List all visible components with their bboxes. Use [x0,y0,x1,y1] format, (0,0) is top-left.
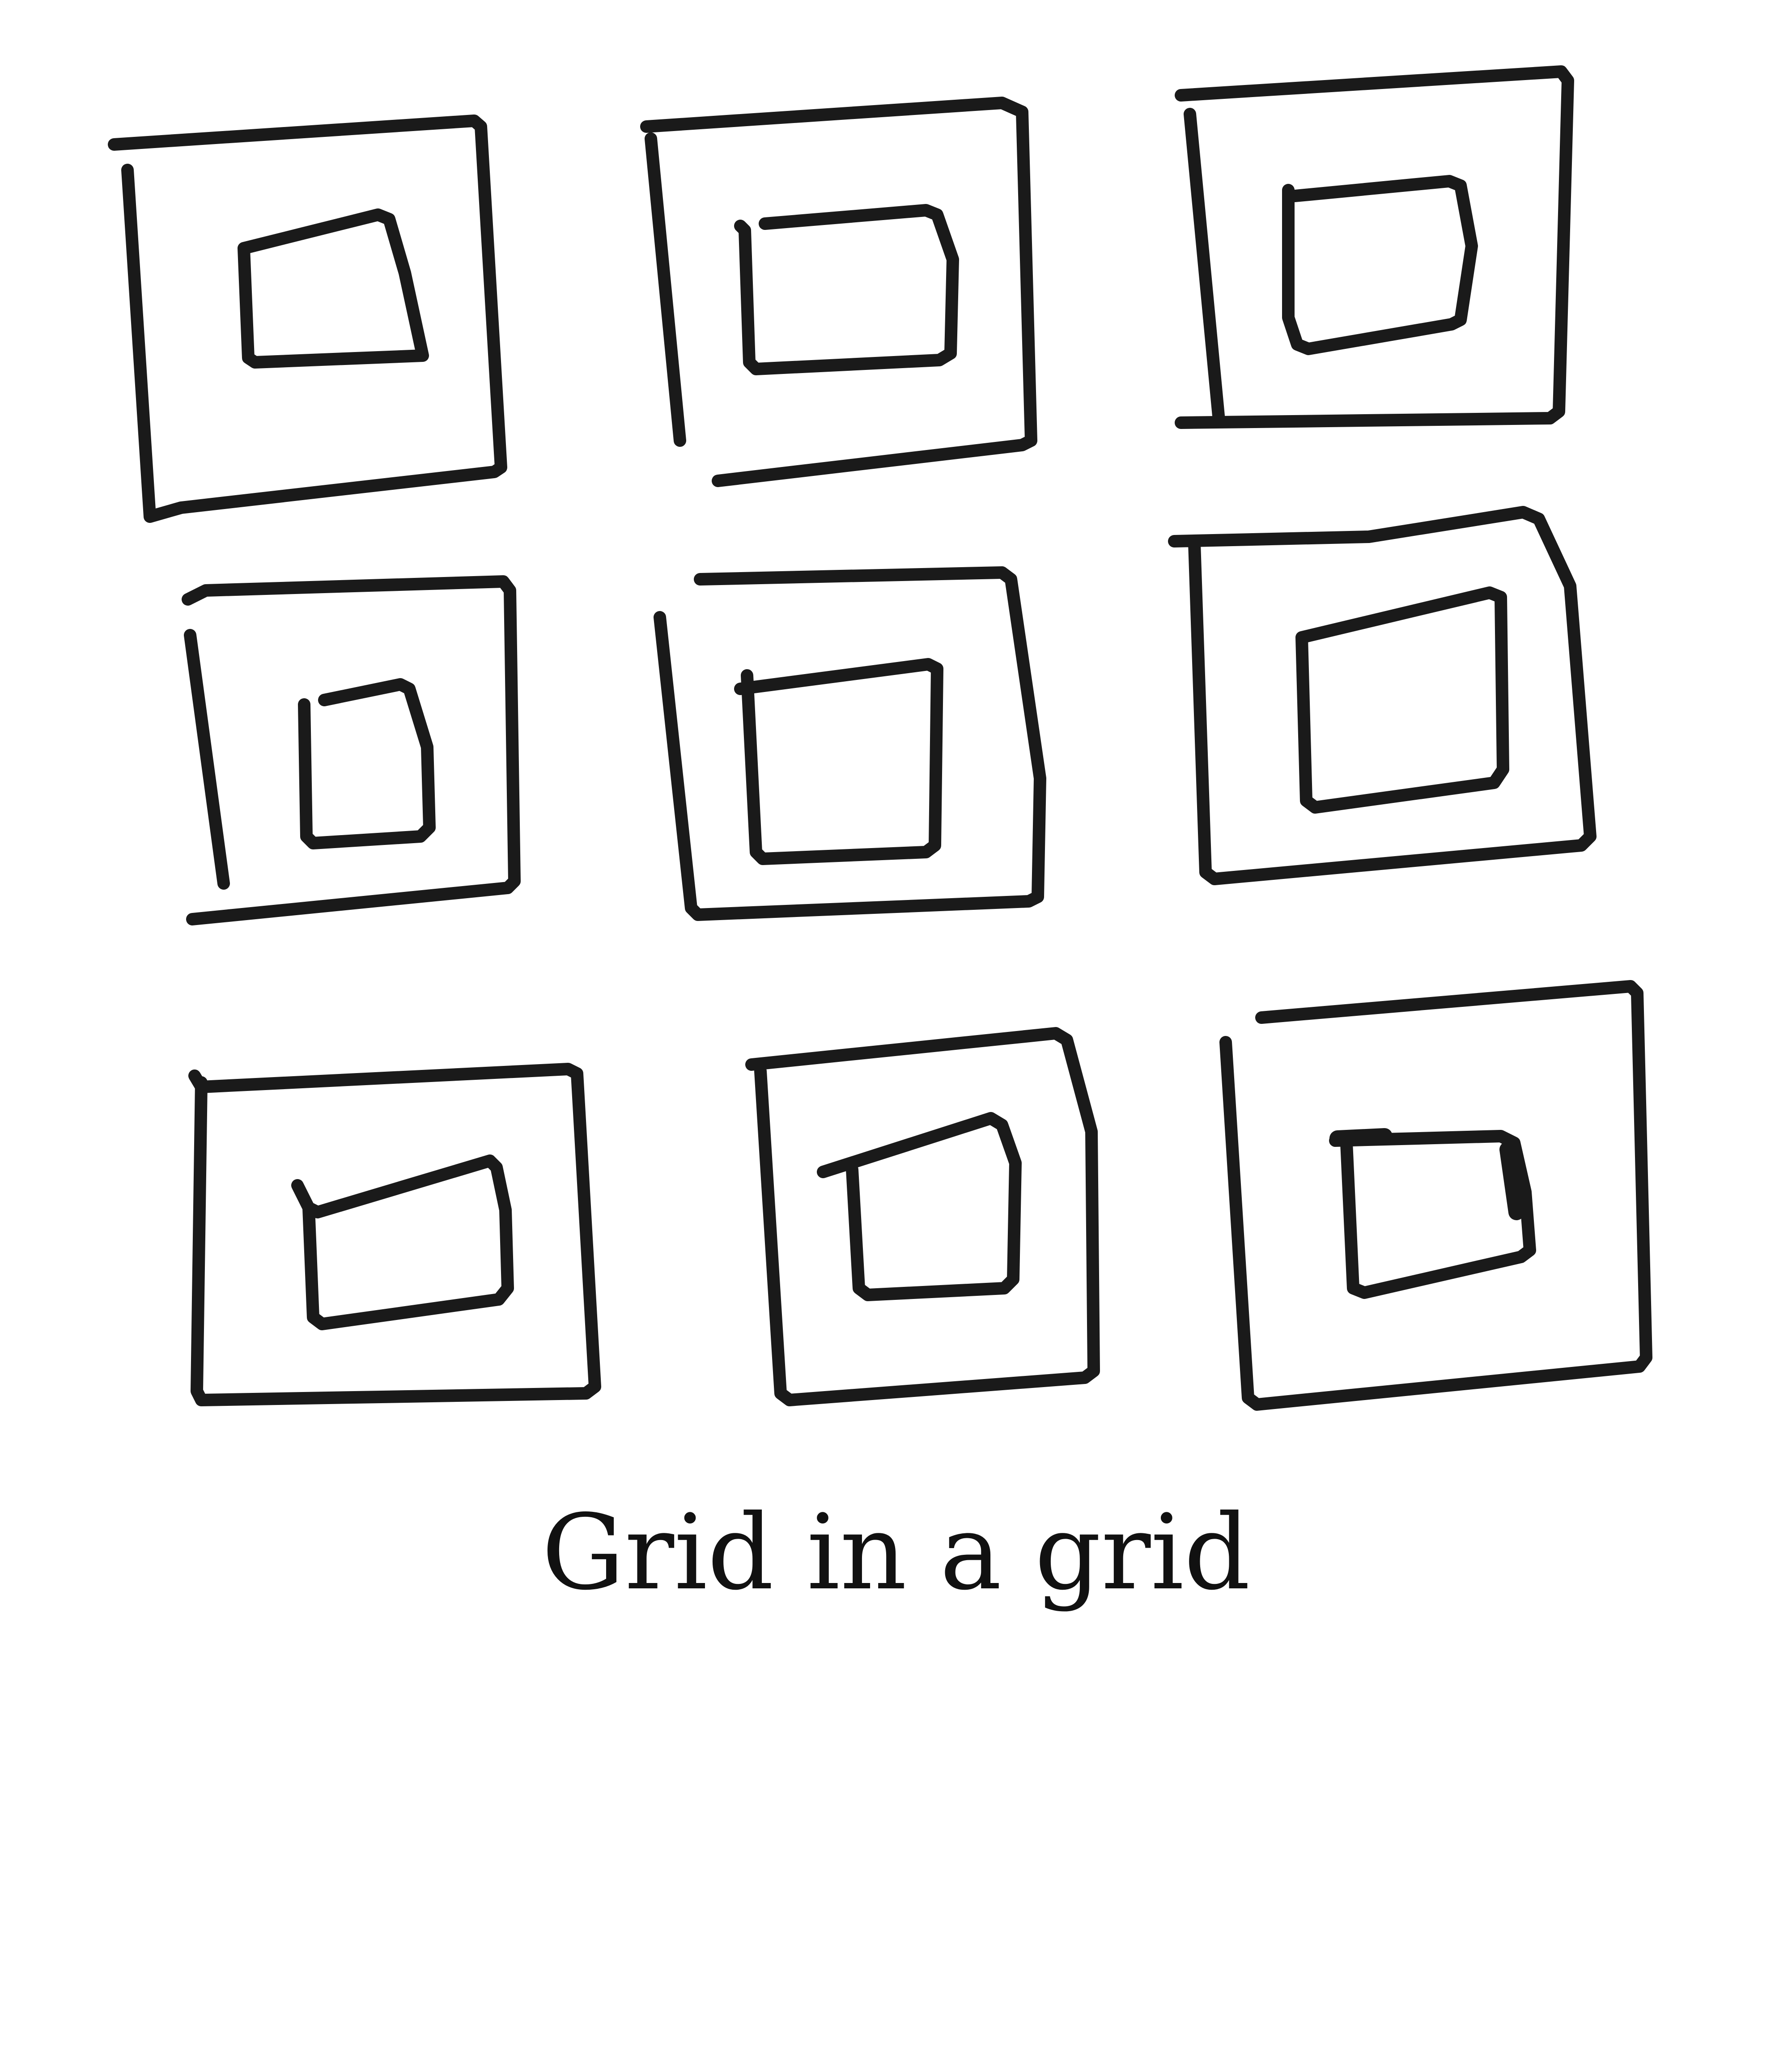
outer-square [640,97,1037,487]
outer-square [1168,506,1597,885]
outer-square [108,115,507,523]
inner-square [1295,586,1509,814]
caption: Grid in a grid [541,1492,1251,1613]
grid-cell [640,97,1037,487]
outer-square [182,575,521,925]
inner-square [1282,175,1478,355]
grid-cell [1219,980,1652,1411]
outer-square [188,1063,601,1406]
grid-cell [182,575,521,925]
grid-cell [188,1063,601,1406]
inner-square [1329,1130,1536,1299]
inner-square [291,1154,514,1330]
inner-square [298,678,436,849]
inner-square-overstroke [1329,1128,1524,1220]
ink-strokes [108,65,1652,1411]
inner-square [817,1112,1022,1301]
outer-square [745,1027,1100,1406]
outer-square [1175,65,1574,429]
outer-square [654,566,1046,921]
grid-cell [1175,65,1574,429]
grid-cell [1168,506,1597,885]
inner-square [734,204,959,375]
inner-square [238,208,429,369]
inner-square [734,658,943,865]
grid-cell [745,1027,1100,1406]
grid-cell [654,566,1046,921]
outer-square [1219,980,1652,1411]
grid-cell [108,115,507,523]
